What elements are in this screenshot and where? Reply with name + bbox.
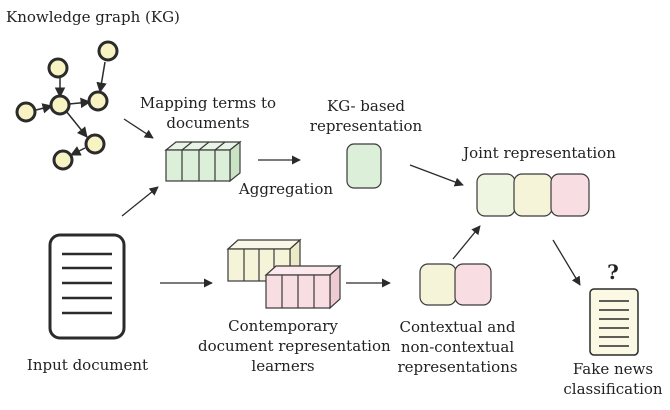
fake-news-document-icon	[589, 288, 639, 356]
mapping-label-line2: documents	[166, 114, 250, 132]
contextual-label-line1: Contextual and	[399, 318, 516, 336]
contextual-boxes	[419, 263, 492, 306]
contemporary-label-line1: Contemporary	[228, 317, 338, 335]
kg-node	[97, 40, 119, 62]
joint-box-yellow	[513, 173, 553, 217]
joint-label: Joint representation	[463, 144, 616, 162]
mapping-box	[164, 140, 242, 183]
kg-edge	[65, 110, 88, 138]
kg-based-label-line2: representation	[309, 117, 423, 135]
arrow-kg-to-mapping	[123, 118, 154, 139]
contemporary-boxes	[226, 238, 342, 310]
kg-edge	[35, 103, 54, 114]
kg-node	[84, 133, 106, 155]
aggregation-label: Aggregation	[238, 180, 334, 198]
kg-edge	[68, 97, 92, 109]
flow-arrows	[121, 118, 581, 288]
contextual-label-line3: representations	[397, 358, 518, 376]
fake-news-label-line1: Fake news	[572, 360, 654, 378]
kg-title: Knowledge graph (KG)	[6, 8, 180, 26]
question-mark: ?	[607, 260, 619, 284]
kg-nodes	[15, 40, 119, 171]
kg-based-label-line1: KG- based	[326, 97, 406, 115]
arrow-input-to-mapping	[121, 186, 159, 217]
contextual-label: Contextual and non-contextual representa…	[385, 317, 530, 377]
contemporary-label-line2: document representation	[198, 337, 391, 355]
kg-node	[15, 101, 37, 123]
mapping-label: Mapping terms to documents	[138, 93, 278, 133]
contemporary-label-line3: learners	[251, 357, 315, 375]
kg-node	[87, 90, 109, 112]
kg-edges	[35, 61, 107, 156]
kg-node	[47, 57, 69, 79]
contextual-box-pink	[454, 263, 492, 306]
mapping-label-line1: Mapping terms to	[139, 94, 277, 112]
kg-representation-box	[346, 143, 382, 189]
kg-edge	[96, 61, 107, 94]
joint-representation-boxes	[476, 173, 590, 217]
joint-box-green	[476, 173, 516, 217]
contemporary-label: Contemporary document representation lea…	[198, 316, 391, 376]
contextual-label-line2: non-contextual	[400, 338, 515, 356]
kg-based-label: KG- based representation	[305, 96, 427, 136]
kg-edge	[70, 146, 86, 156]
arrow-contextual-to-joint	[452, 225, 481, 260]
contextual-box-yellow	[419, 263, 457, 306]
arrow-kgrep-to-joint	[409, 164, 464, 187]
arrow-joint-to-fake	[552, 239, 581, 286]
kg-node	[49, 94, 71, 116]
fake-news-label: Fake news classification	[558, 359, 668, 399]
input-document-label: Input document	[26, 356, 149, 374]
kg-node	[52, 149, 74, 171]
fake-news-label-line2: classification	[563, 380, 663, 398]
input-document-icon	[48, 233, 126, 340]
joint-box-pink	[550, 173, 590, 217]
